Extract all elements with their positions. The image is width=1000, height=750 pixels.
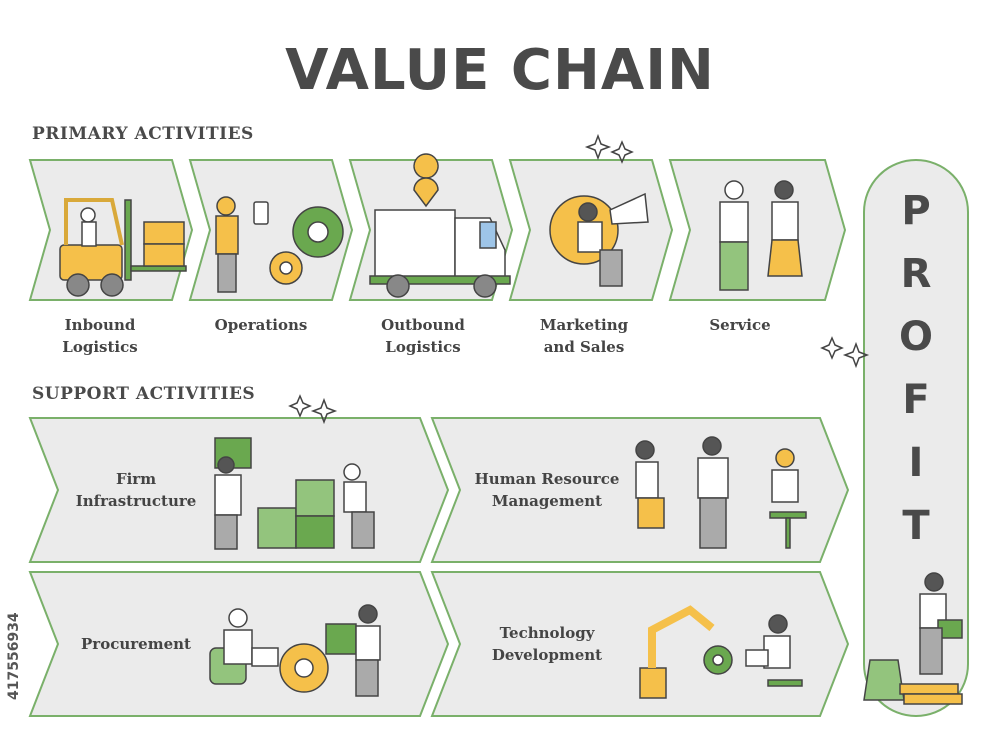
delivery-truck-icon (369, 153, 511, 298)
label-technology-development: Technology Development (491, 624, 603, 664)
profit-person-icon (863, 572, 963, 705)
label-procurement: Procurement (81, 635, 191, 653)
robot-arm-icon (639, 605, 803, 699)
procurement-gears-icon (209, 604, 381, 697)
service-people-icon (719, 180, 803, 291)
handshake-icon (635, 436, 807, 549)
chevron-service (668, 159, 847, 301)
profit-letter: I (908, 440, 924, 486)
profit-letter: R (900, 251, 932, 297)
label-service: Service (709, 316, 771, 334)
profit-letter: O (898, 314, 933, 360)
profit-letter: F (902, 377, 930, 423)
label-marketing-sales: Marketing and Sales (539, 316, 629, 356)
label-inbound-logistics: Inbound Logistics (62, 316, 138, 356)
gears-worker-icon (215, 196, 344, 293)
primary-activities-heading: PRIMARY ACTIVITIES (32, 124, 254, 144)
label-operations: Operations (214, 316, 308, 334)
label-firm-infrastructure: Firm Infrastructure (75, 470, 197, 510)
page-title: VALUE CHAIN (285, 38, 715, 103)
puzzle-icon (214, 437, 375, 550)
sparkle-icon (288, 133, 870, 425)
label-outbound-logistics: Outbound Logistics (381, 316, 465, 356)
support-activities-heading: SUPPORT ACTIVITIES (32, 384, 256, 404)
profit-letter: P (901, 188, 931, 234)
megaphone-icon (549, 192, 649, 287)
profit-word: P R O F I T (876, 180, 956, 558)
chevron-technology-development (430, 571, 850, 717)
profit-letter: T (902, 503, 930, 549)
stock-id-watermark: 417556934 (6, 612, 22, 700)
forklift-icon (59, 198, 187, 297)
label-human-resource-management: Human Resource Management (474, 470, 620, 510)
